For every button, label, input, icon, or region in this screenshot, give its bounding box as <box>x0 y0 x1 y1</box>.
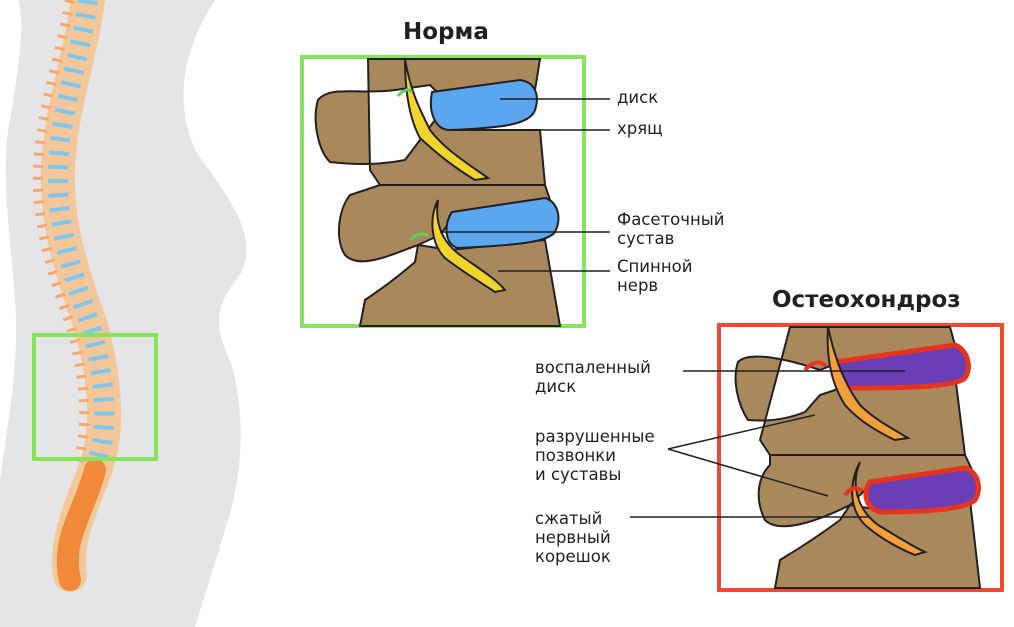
label-facet-joint-1: Фасеточный <box>617 210 725 229</box>
osteo-panel <box>630 323 1004 592</box>
label-inflamed-disc-2: диск <box>535 377 577 396</box>
label-destroyed-1: разрушенные <box>535 427 655 446</box>
label-pinched-root-3: корешок <box>535 547 611 566</box>
osteo-title: Остеохондроз <box>772 287 961 313</box>
normal-panel <box>300 55 610 328</box>
label-pinched-root-1: сжатый <box>535 509 603 528</box>
label-spinal-nerve-2: нерв <box>617 276 659 295</box>
label-facet-joint-2: сустав <box>617 229 675 248</box>
label-inflamed-disc-1: воспаленный <box>535 358 651 377</box>
normal-title: Норма <box>403 19 489 45</box>
label-destroyed-2: позвонки <box>535 446 616 465</box>
label-destroyed-3: и суставы <box>535 465 622 484</box>
spine-column <box>32 0 122 592</box>
lumbar-region-frame <box>32 333 158 461</box>
label-pinched-root-2: нервный <box>535 528 611 547</box>
body-silhouette <box>0 0 247 627</box>
label-spinal-nerve-1: Спинной <box>617 257 693 276</box>
label-cartilage: хрящ <box>617 119 663 138</box>
label-disc: диск <box>617 88 659 107</box>
